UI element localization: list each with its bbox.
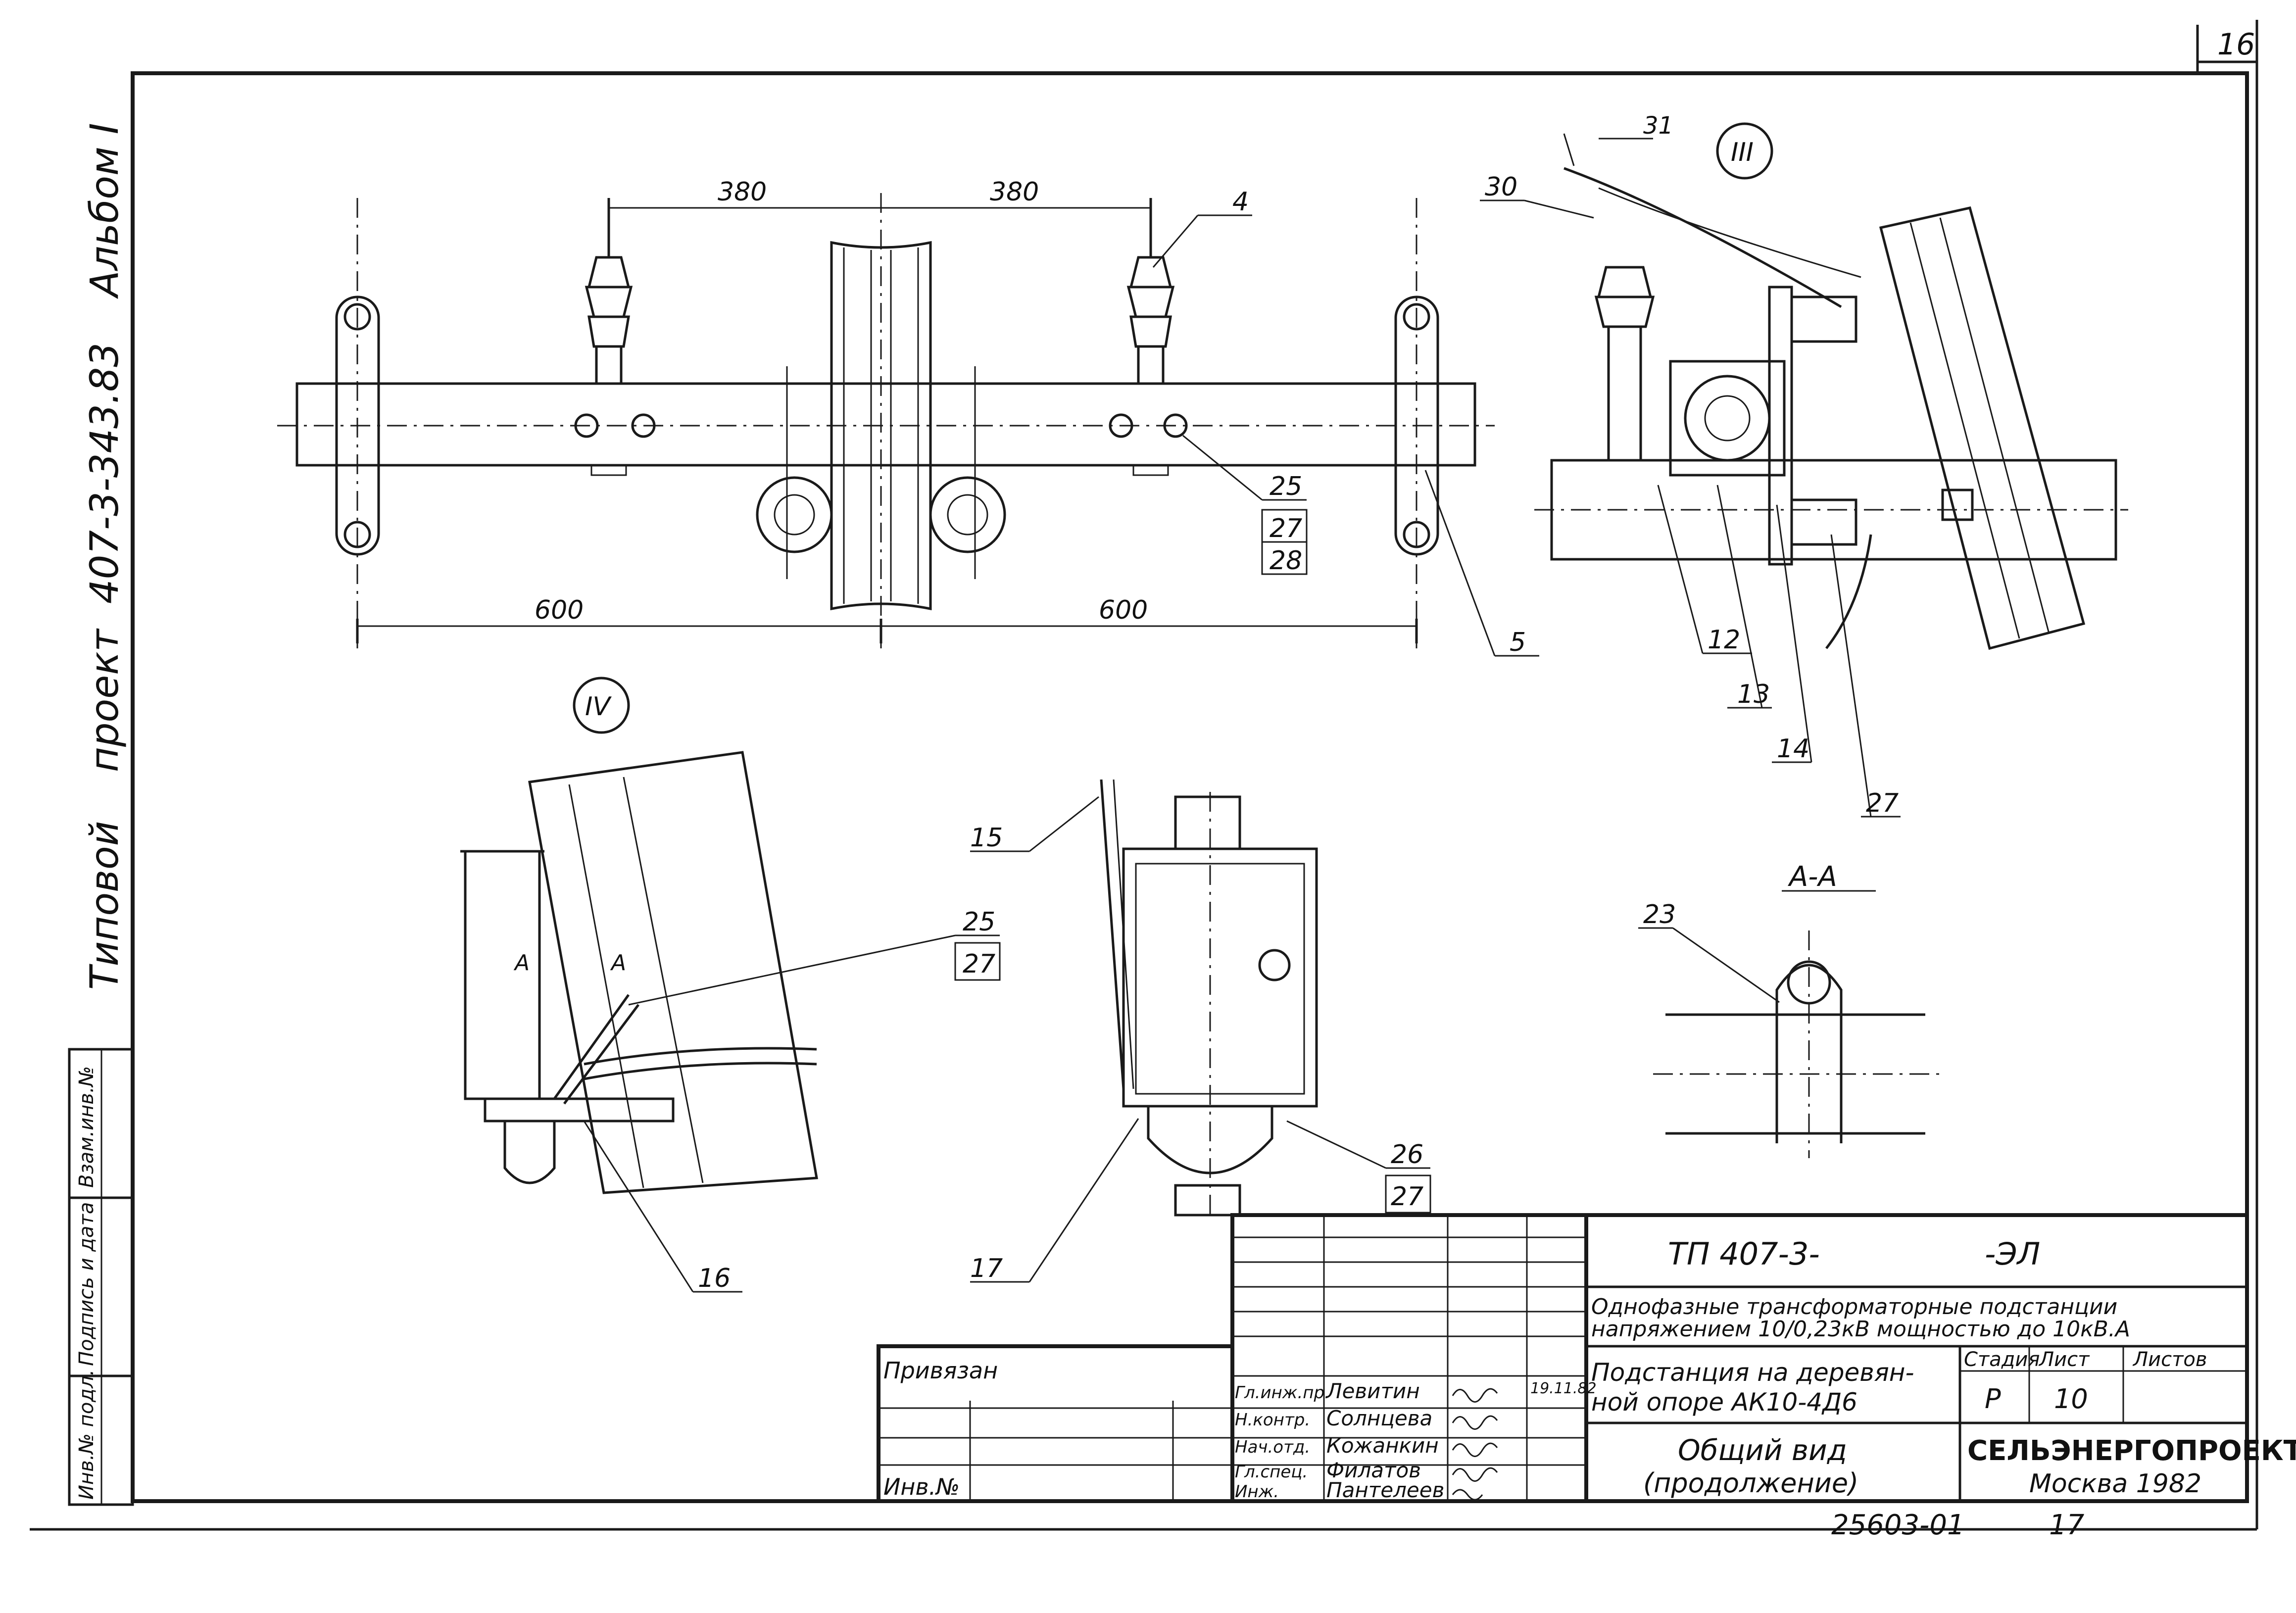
dim-600-right: 600: [1099, 595, 1148, 625]
tb-sheet-title-line1: Общий вид: [1678, 1433, 1847, 1467]
callout-5: 5: [1510, 628, 1526, 657]
view-iii-label: III: [1731, 138, 1754, 167]
tb-sheet-title-line2: (продолжение): [1643, 1467, 1858, 1499]
callout-27: 27: [1270, 514, 1302, 543]
section-aa-label: А-А: [1788, 861, 1837, 893]
box-view: [970, 779, 1431, 1283]
callout-28: 28: [1270, 546, 1302, 576]
section-mark-left: А: [513, 950, 530, 976]
sheet-number: 16: [2217, 27, 2255, 62]
callout-30: 30: [1485, 172, 1517, 202]
callout-27-iv: 27: [963, 949, 995, 979]
tb-date: 19.11.82: [1530, 1380, 1597, 1397]
title-block: [877, 1213, 2249, 1503]
callout-4: 4: [1232, 187, 1249, 217]
side-text-number: 407-3-343.83: [83, 342, 127, 604]
dim-380-right: 380: [990, 177, 1039, 207]
callout-26: 26: [1391, 1140, 1423, 1170]
dim-600-left: 600: [535, 595, 584, 625]
tb-title-line2: напряжением 10/0,23кВ мощностью до 10кВ.…: [1591, 1317, 2130, 1342]
callout-17: 17: [970, 1254, 1003, 1283]
side-text-typovoi: Типовой: [83, 821, 127, 990]
tb-object-line2: ной опоре АК10-4Д6: [1591, 1388, 1857, 1417]
stamp-podpis-data: Подпись и дата: [75, 1202, 98, 1366]
callout-14: 14: [1777, 734, 1809, 764]
stamp-vzam-inv: Взам.инв.№: [75, 1066, 98, 1188]
side-text-album: Альбом I: [83, 123, 127, 299]
tb-stage-header: Стадия: [1964, 1348, 2040, 1371]
dim-380-left: 380: [718, 177, 767, 207]
staff-role-3: Нач.отд.: [1235, 1437, 1310, 1457]
tb-privyazan: Привязан: [883, 1357, 998, 1384]
tb-sheets-header: Листов: [2132, 1348, 2207, 1371]
staff-name-3: Кожанкин: [1326, 1433, 1439, 1458]
staff-name-4: Филатов: [1326, 1458, 1421, 1482]
signatures: [1452, 1388, 1498, 1501]
callout-27-iii: 27: [1866, 788, 1899, 818]
staff-name-5: Пантелеев: [1326, 1478, 1444, 1502]
tb-stage-value: Р: [1985, 1383, 2001, 1415]
staff-role-5: Инж.: [1235, 1482, 1279, 1502]
tb-title-line1: Однофазные трансформаторные подстанции: [1591, 1294, 2117, 1320]
callout-15: 15: [970, 823, 1003, 853]
callout-27-box: 27: [1391, 1182, 1423, 1212]
callout-13: 13: [1737, 680, 1770, 709]
front-view-leaders: [1152, 214, 1539, 657]
tb-city-year: Москва 1982: [2029, 1469, 2201, 1499]
front-view: [277, 193, 1495, 648]
view-iii: [1480, 122, 2128, 818]
section-mark-right: А: [610, 950, 626, 976]
tb-object-line1: Подстанция на деревян-: [1591, 1358, 1914, 1387]
tb-inv-no: Инв.№: [883, 1473, 960, 1500]
callout-23: 23: [1643, 900, 1676, 929]
tb-code-suffix: -ЭЛ: [1985, 1236, 2040, 1272]
left-stamp: Инв.№ подл. Подпись и дата Взам.инв.№: [68, 1048, 134, 1506]
section-aa: [1638, 890, 1940, 1158]
staff-role-1: Гл.инж.пр.: [1235, 1383, 1330, 1403]
view-iv: [460, 677, 1001, 1293]
tb-archive-sheet: 17: [2049, 1509, 2085, 1541]
side-strip: Типовой проект 407-3-343.83 Альбом I: [83, 123, 127, 990]
callout-12: 12: [1708, 625, 1740, 655]
title-block-text: ТП 407-3- -ЭЛ Однофазные трансформаторны…: [883, 1236, 2296, 1541]
staff-name-2: Солнцева: [1326, 1406, 1432, 1430]
callout-16: 16: [698, 1264, 731, 1293]
tb-code: ТП 407-3-: [1668, 1236, 1820, 1272]
staff-role-4: Гл.спец.: [1235, 1462, 1308, 1482]
callout-25-iv: 25: [963, 907, 995, 937]
callout-31: 31: [1643, 112, 1673, 140]
side-text-proekt: проект: [83, 628, 127, 772]
tb-archive-no: 25603-01: [1831, 1509, 1965, 1541]
staff-role-2: Н.контр.: [1235, 1410, 1310, 1430]
view-iv-label: IV: [585, 692, 612, 722]
staff-name-1: Левитин: [1325, 1379, 1420, 1403]
tb-organization: СЕЛЬЭНЕРГОПРОЕКТ: [1967, 1435, 2296, 1467]
stamp-inv-podl: Инв.№ подл.: [75, 1369, 98, 1500]
callout-25: 25: [1270, 472, 1302, 501]
tb-sheet-value: 10: [2054, 1383, 2088, 1415]
tb-sheet-header: Лист: [2038, 1348, 2090, 1371]
